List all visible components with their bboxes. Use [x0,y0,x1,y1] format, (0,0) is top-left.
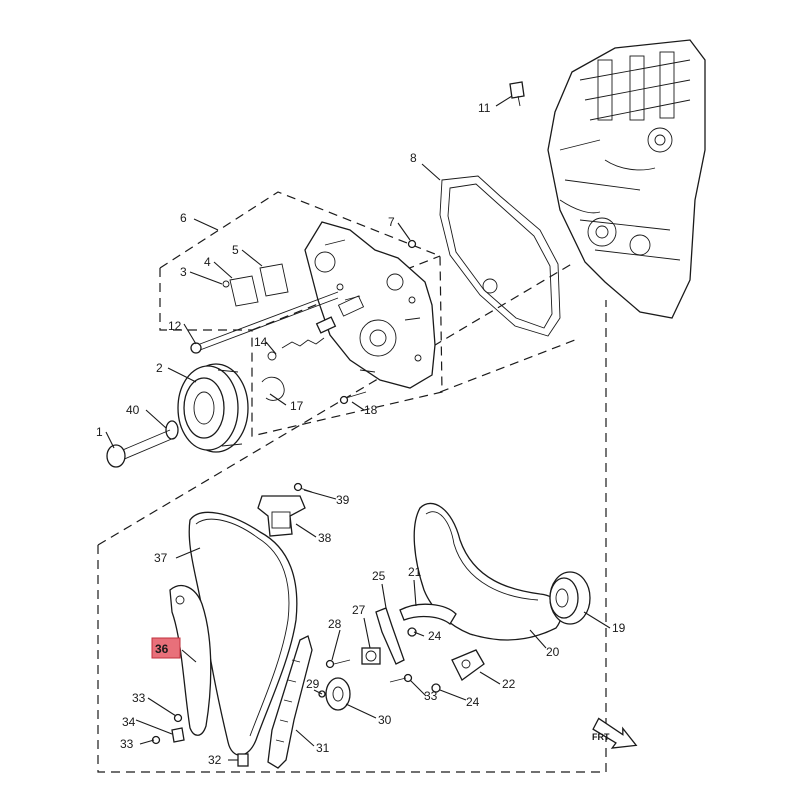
bolts-33 [151,673,413,745]
crankshaft-pulley [177,363,249,453]
lower-chain-dashed-outline [97,261,607,773]
small-seal-plates [222,263,289,307]
callout-37: 37 [154,551,168,565]
callout-36: 36 [155,642,169,656]
callout-2: 2 [156,361,163,375]
callout-20: 20 [546,645,560,659]
engine-block [547,39,706,319]
tensioner-rail-31 [267,635,313,769]
guide-21 [399,603,457,625]
callout-6: 6 [180,211,187,225]
bolt-39 [293,482,313,493]
callout-17: 17 [290,399,304,413]
callout-22: 22 [502,677,516,691]
callout-31: 31 [316,741,330,755]
pin-34 [171,727,185,743]
callout-11: 11 [478,101,491,115]
callout-40: 40 [126,403,140,417]
callout-39: 39 [336,493,350,507]
tensioner-plunger [267,316,337,361]
callout-33-left-upper: 33 [132,691,146,705]
small-bolt-18 [339,391,367,405]
cover-gasket [439,175,561,337]
forward-arrow-label: FRT [592,732,610,742]
pulley-washer [165,420,179,440]
callout-29: 29 [306,677,320,691]
callout-14: 14 [254,335,268,349]
callout-labels: 11 8 6 7 5 4 3 12 14 2 40 1 17 18 39 38 … [96,101,626,767]
callout-38: 38 [318,531,332,545]
callout-24-lower: 24 [466,695,480,709]
tensioner-27 [361,647,381,665]
dowel-pin-7 [407,239,417,249]
callout-30: 30 [378,713,392,727]
callout-33-left-lower: 33 [120,737,134,751]
snap-ring [261,376,285,401]
leader-lines [105,95,611,761]
secondary-chain [413,502,563,641]
callout-32: 32 [208,753,222,767]
callout-24-upper: 24 [428,629,442,643]
callout-28: 28 [328,617,342,631]
callout-8: 8 [410,151,417,165]
callout-7: 7 [388,215,395,229]
bolt-32 [237,753,249,767]
cam-sprocket [549,571,591,625]
bolt-11 [509,81,525,107]
callout-19: 19 [612,621,626,635]
callout-3: 3 [180,265,187,279]
guide-bracket [257,495,306,537]
callout-5: 5 [232,243,239,257]
highlighted-callout-36: 36 [151,637,181,659]
pulley-bolt [106,429,175,468]
callout-34: 34 [122,715,136,729]
timing-cover [304,221,436,389]
callout-25: 25 [372,569,386,583]
crank-sprocket [325,677,351,711]
callout-27: 27 [352,603,366,617]
callout-1: 1 [96,425,103,439]
forward-arrow-icon: FRT [592,717,638,749]
callout-33-right: 33 [424,689,438,703]
tensioner-22 [451,649,485,681]
chain-guide-36 [169,585,212,736]
bolt-24-lower [431,683,441,693]
callout-18: 18 [364,403,378,417]
callout-4: 4 [204,255,211,269]
pin-28 [325,659,351,669]
bolt-24-upper [407,627,417,637]
callout-21: 21 [408,565,422,579]
callout-12: 12 [168,319,182,333]
